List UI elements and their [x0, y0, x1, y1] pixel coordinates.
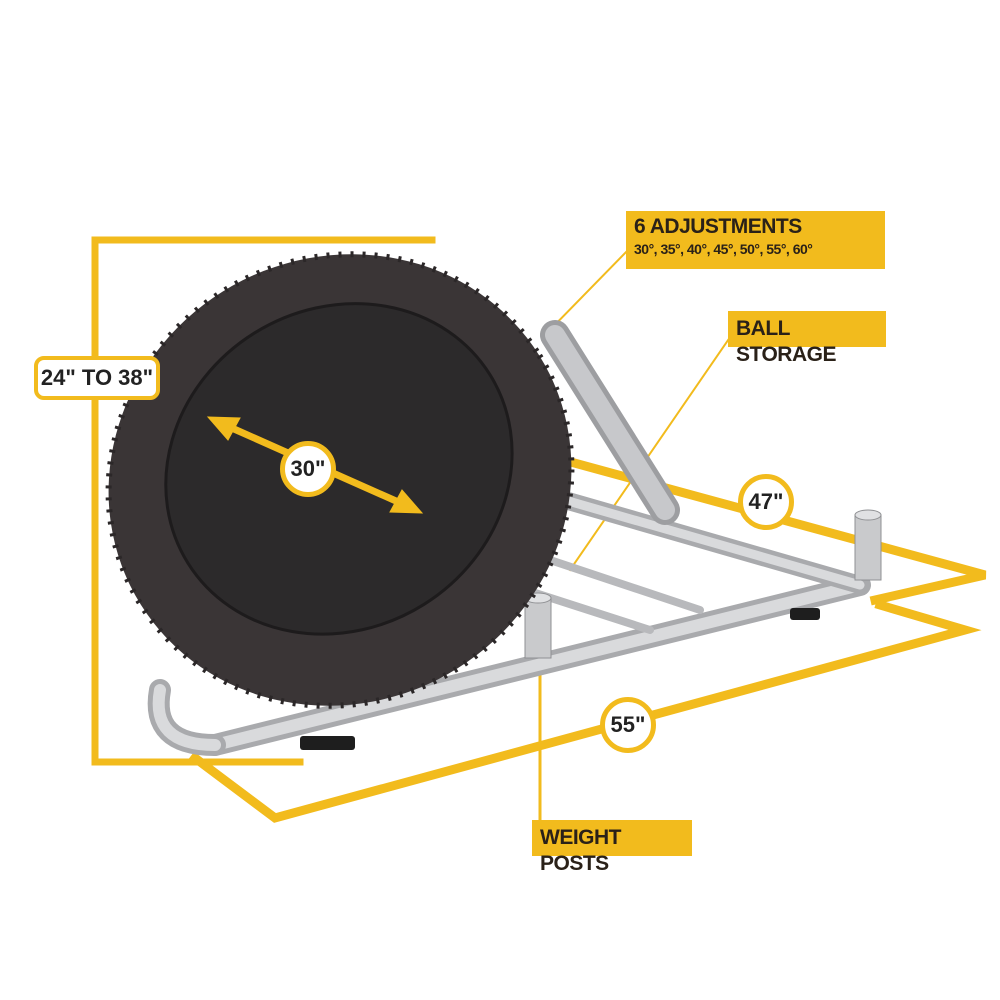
height-dimension-label: 24" TO 38" [40, 365, 154, 390]
weight-posts-callout: WEIGHT POSTS [532, 820, 692, 875]
width-dimension-label: 55" [610, 712, 646, 737]
frame [147, 320, 871, 756]
trampoline [105, 251, 575, 709]
adjustments-title: 6 ADJUSTMENTS [634, 215, 802, 238]
width-dimension-badge: 55" [600, 697, 656, 753]
weight-posts [524, 509, 882, 659]
height-dimension-badge: 24" TO 38" [34, 356, 160, 400]
weight-posts-label: WEIGHT POSTS [540, 826, 622, 875]
depth-dimension-badge: 47" [738, 474, 794, 530]
adjustments-angles: 30°, 35°, 40°, 45°, 50°, 55°, 60° [634, 241, 813, 257]
feet [300, 608, 820, 750]
depth-dimension-label: 47" [748, 489, 784, 514]
adjustments-callout: 6 ADJUSTMENTS 30°, 35°, 40°, 45°, 50°, 5… [626, 211, 885, 269]
ball-storage-callout: BALL STORAGE [728, 311, 886, 366]
diameter-dimension-badge: 30" [280, 441, 336, 497]
ball-storage-label: BALL STORAGE [736, 317, 836, 366]
diameter-dimension-label: 30" [290, 456, 326, 481]
